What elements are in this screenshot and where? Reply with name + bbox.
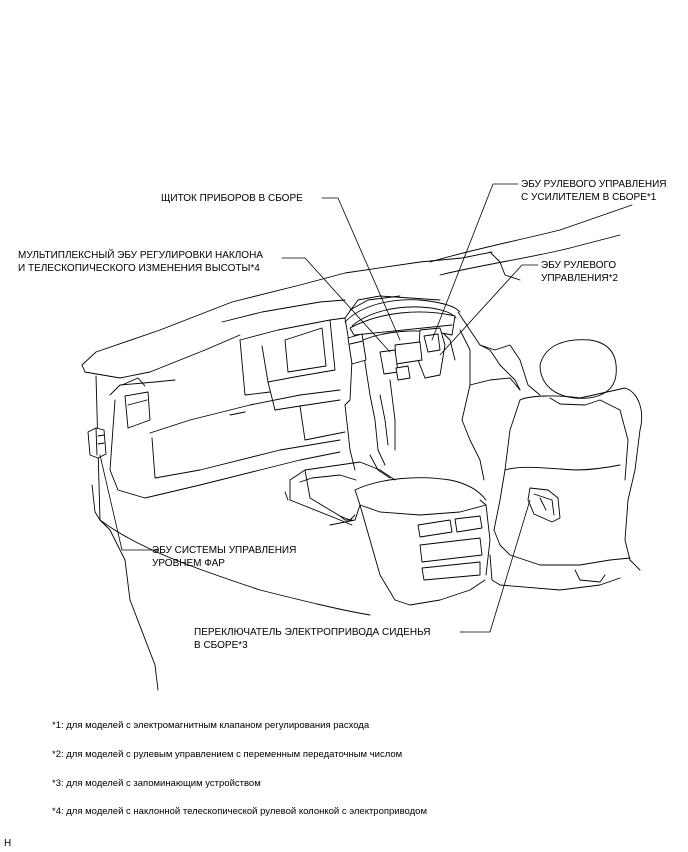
leader-lines <box>99 183 539 633</box>
label-power-steering-ecu-line1: ЭБУ РУЛЕВОГО УПРАВЛЕНИЯ <box>521 179 667 190</box>
headlamp-leveling-ecu-part <box>87 427 107 459</box>
label-instrument-cluster: ЩИТОК ПРИБОРОВ В СБОРЕ <box>161 192 303 205</box>
label-headlamp-leveling-ecu-line2: УРОВНЕМ ФАР <box>152 558 225 569</box>
footnote-4: *4: для моделей с наклонной телескопичес… <box>52 806 427 817</box>
label-steering-ecu-line1: ЭБУ РУЛЕВОГО <box>541 260 617 271</box>
dashboard-outline <box>81 204 643 691</box>
footnote-2: *2: для моделей с рулевым управлением с … <box>52 749 403 760</box>
label-instrument-cluster-line1: ЩИТОК ПРИБОРОВ В СБОРЕ <box>161 193 303 204</box>
tilt-telescopic-ecu-part <box>347 333 367 365</box>
label-power-steering-ecu: ЭБУ РУЛЕВОГО УПРАВЛЕНИЯ С УСИЛИТЕЛЕМ В С… <box>521 178 667 204</box>
seat-outline <box>479 339 643 591</box>
label-tilt-telescopic-ecu: МУЛЬТИПЛЕКСНЫЙ ЭБУ РЕГУЛИРОВКИ НАКЛОНА И… <box>18 249 263 275</box>
footnote-3: *3: для моделей с запоминающим устройств… <box>52 778 261 789</box>
label-power-seat-switch-line1: ПЕРЕКЛЮЧАТЕЛЬ ЭЛЕКТРОПРИВОДА СИДЕНЬЯ <box>194 627 431 638</box>
label-power-seat-switch: ПЕРЕКЛЮЧАТЕЛЬ ЭЛЕКТРОПРИВОДА СИДЕНЬЯ В С… <box>194 626 430 652</box>
label-power-steering-ecu-line2: С УСИЛИТЕЛЕМ В СБОРЕ*1 <box>521 192 657 203</box>
instrument-cluster-part <box>349 311 456 343</box>
label-steering-ecu-line2: УПРАВЛЕНИЯ*2 <box>541 273 619 284</box>
power-seat-switch-part <box>527 487 561 523</box>
label-tilt-telescopic-ecu-line1: МУЛЬТИПЛЕКСНЫЙ ЭБУ РЕГУЛИРОВКИ НАКЛОНА <box>18 250 263 261</box>
label-headlamp-leveling-ecu: ЭБУ СИСТЕМЫ УПРАВЛЕНИЯ УРОВНЕМ ФАР <box>152 544 296 570</box>
figure-code: H <box>4 838 12 849</box>
footnote-1: *1: для моделей с электромагнитным клапа… <box>52 720 370 731</box>
label-power-seat-switch-line2: В СБОРЕ*3 <box>194 640 248 651</box>
steering-ecu-part <box>379 327 446 381</box>
label-headlamp-leveling-ecu-line1: ЭБУ СИСТЕМЫ УПРАВЛЕНИЯ <box>152 545 297 556</box>
label-steering-ecu: ЭБУ РУЛЕВОГО УПРАВЛЕНИЯ*2 <box>541 259 618 285</box>
label-tilt-telescopic-ecu-line2: И ТЕЛЕСКОПИЧЕСКОГО ИЗМЕНЕНИЯ ВЫСОТЫ*4 <box>18 263 260 274</box>
